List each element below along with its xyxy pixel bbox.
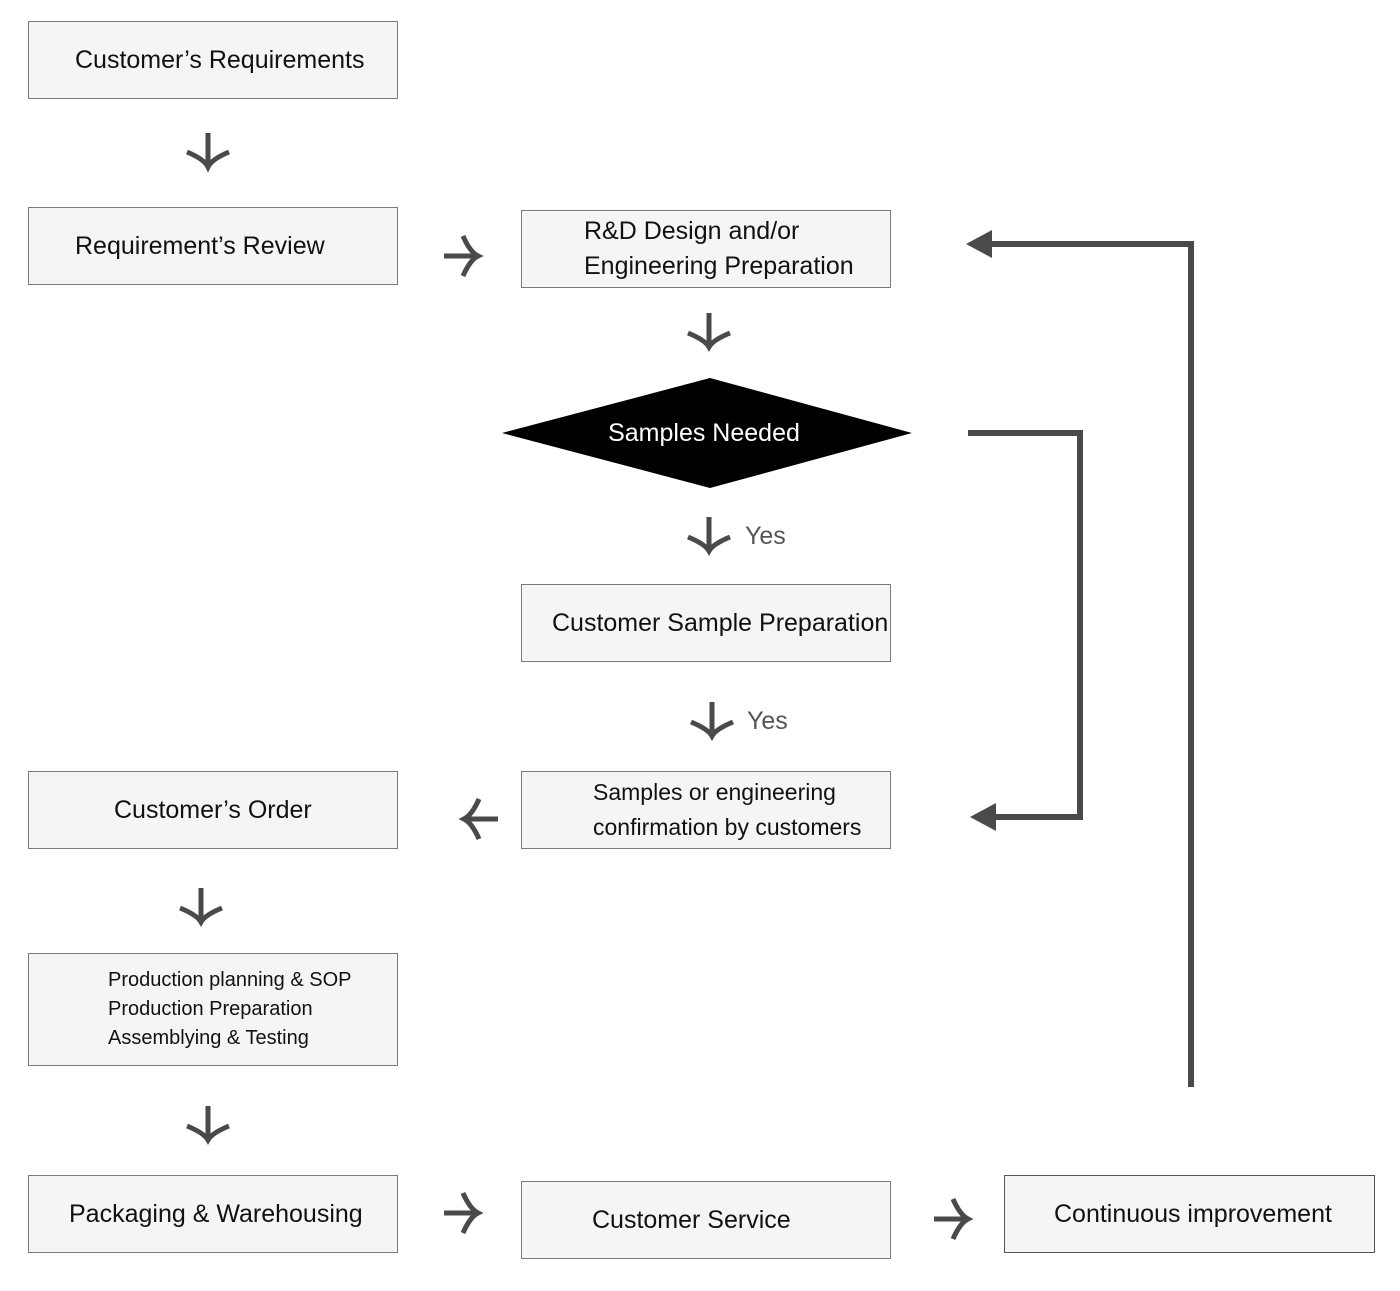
step-sample-confirmation: Samples or engineering confirmation by c…	[521, 771, 891, 849]
step-label-line: Samples or engineering	[593, 779, 836, 805]
step-rd-design: R&D Design and/or Engineering Preparatio…	[521, 210, 891, 288]
step-production: Production planning & SOP Production Pre…	[28, 953, 398, 1066]
edge-label-yes: Yes	[747, 707, 788, 735]
step-label-line: Production planning & SOP	[108, 969, 352, 991]
step-label: R&D Design and/or Engineering Preparatio…	[584, 214, 854, 284]
step-customer-service: Customer Service	[521, 1181, 891, 1259]
step-label: Continuous improvement	[1054, 1199, 1332, 1228]
step-label: Production planning & SOP Production Pre…	[108, 966, 352, 1053]
step-label-line: Assemblying & Testing	[108, 1027, 309, 1049]
arrow-rd-to-decision	[687, 313, 731, 353]
step-label: Packaging & Warehousing	[69, 1199, 363, 1228]
step-label-line: Production Preparation	[108, 998, 313, 1020]
step-label: Customer Service	[592, 1205, 791, 1234]
step-packaging: Packaging & Warehousing	[28, 1175, 398, 1253]
step-label: Customer’s Requirements	[75, 45, 365, 74]
step-label-line: R&D Design and/or	[584, 217, 800, 245]
step-continuous-improvement: Continuous improvement	[1004, 1175, 1375, 1253]
edge-label-yes: Yes	[745, 522, 786, 550]
step-requirements-review: Requirement’s Review	[28, 207, 398, 285]
loop-decision-to-confirmation	[968, 430, 1083, 820]
step-label-line: Engineering Preparation	[584, 252, 854, 280]
loop-arrowhead-rd	[966, 230, 992, 258]
step-label: Customer Sample Preparation	[552, 608, 889, 637]
step-label-line: confirmation by customers	[593, 814, 862, 840]
loop-arrowhead-confirmation	[970, 803, 996, 831]
step-label: Customer’s Order	[114, 795, 312, 824]
arrow-review-to-rd	[444, 234, 484, 278]
step-label: Samples or engineering confirmation by c…	[593, 775, 861, 845]
arrow-order-to-production	[179, 888, 223, 928]
step-customer-order: Customer’s Order	[28, 771, 398, 849]
decision-label: Samples Needed	[608, 418, 800, 447]
arrow-production-to-packaging	[186, 1106, 230, 1146]
decision-diamond	[502, 378, 912, 488]
arrow-confirmation-to-order	[458, 797, 498, 841]
arrow-requirements-to-review	[186, 133, 230, 173]
arrow-packaging-to-service	[444, 1191, 484, 1235]
step-customer-requirements: Customer’s Requirements	[28, 21, 398, 99]
arrow-service-to-improvement	[934, 1197, 974, 1241]
arrow-decision-to-sample-prep	[687, 517, 731, 557]
step-sample-preparation: Customer Sample Preparation	[521, 584, 891, 662]
arrow-sample-prep-to-confirmation	[690, 702, 734, 742]
loop-improvement-to-rd	[990, 241, 1194, 1087]
step-label: Requirement’s Review	[75, 231, 325, 260]
